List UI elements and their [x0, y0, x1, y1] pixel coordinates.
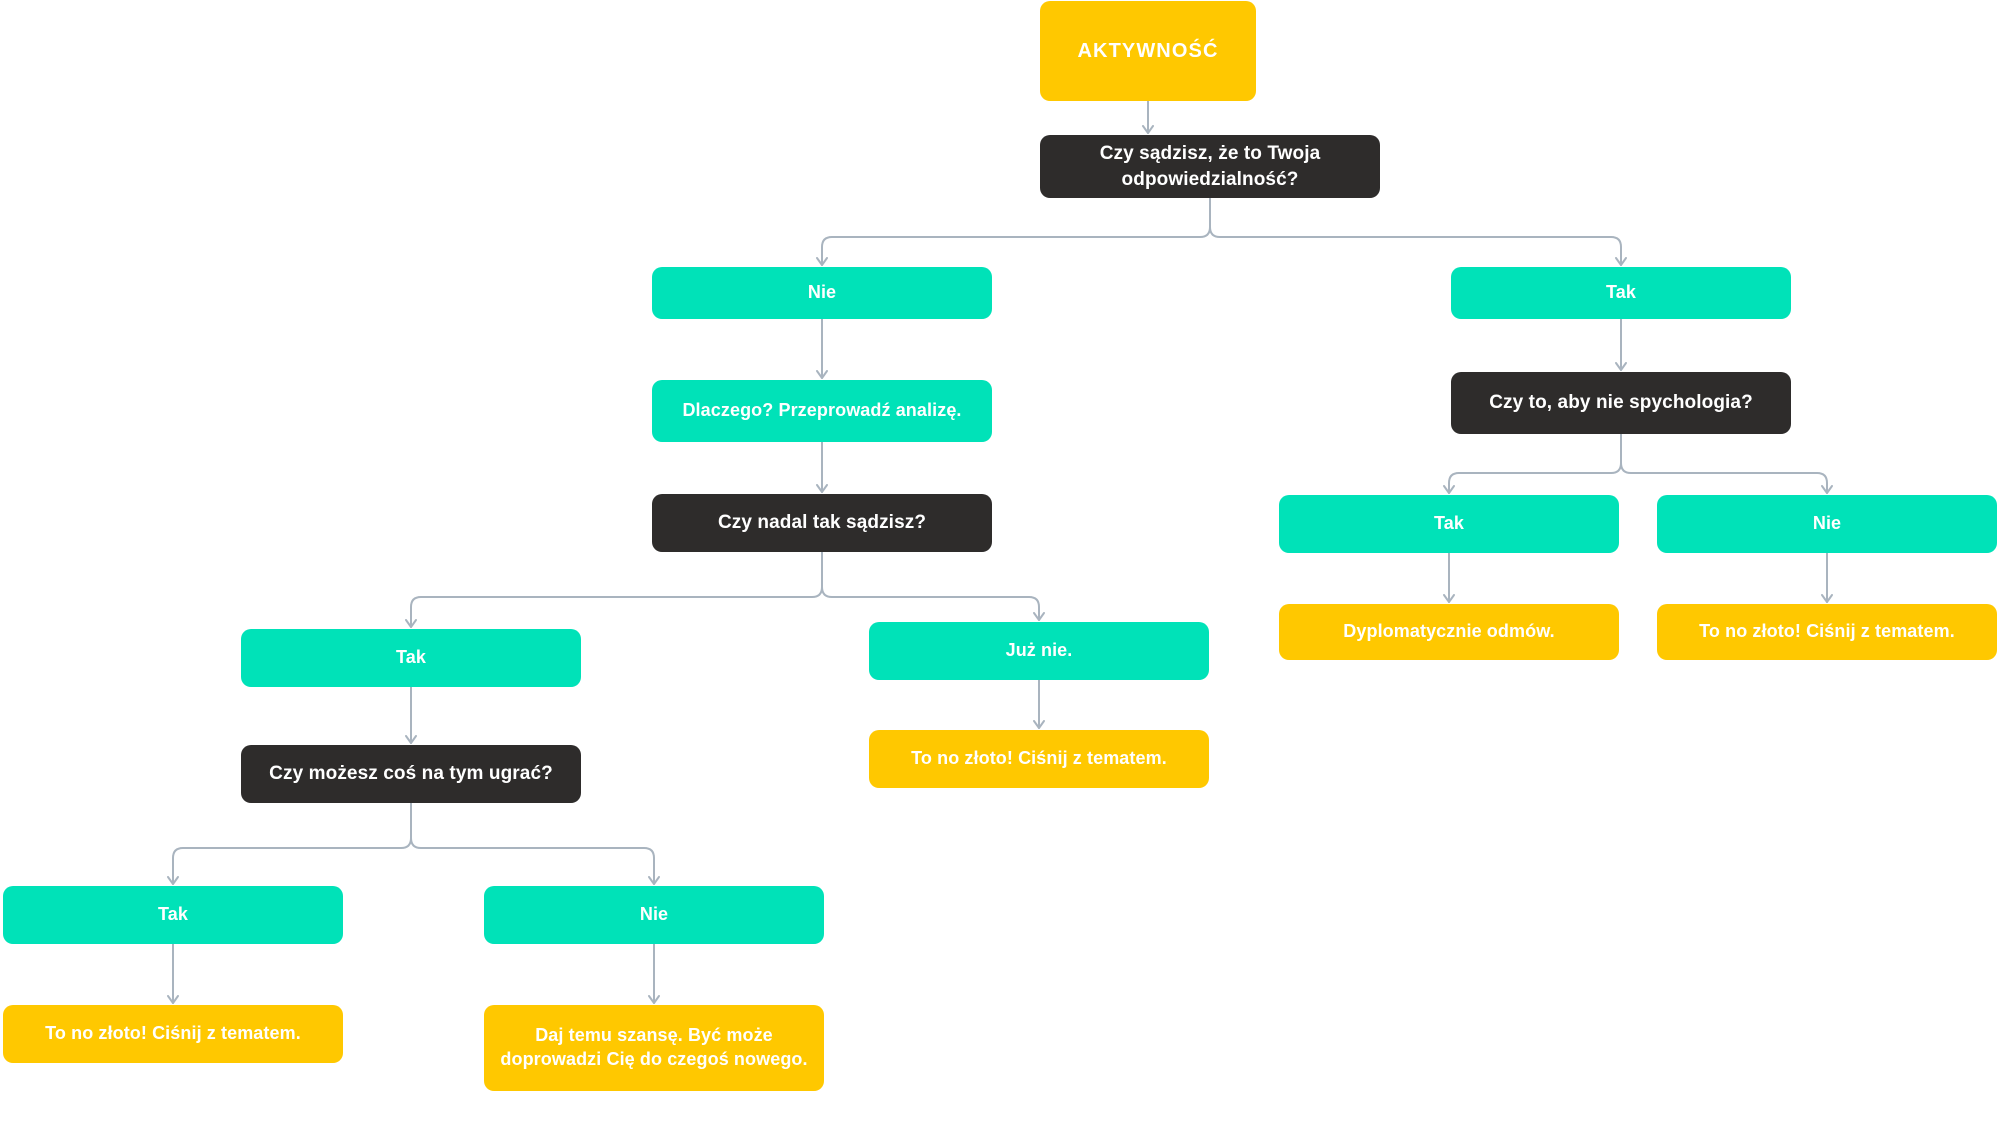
connector-q-psych-to-psych-yes-arrowhead — [1443, 485, 1455, 494]
flow-node-label: Nie — [1812, 513, 1842, 534]
flow-node-out-gold-l[interactable]: To no złoto! Ciśnij z tematem. — [3, 1005, 343, 1063]
flow-node-resp-no[interactable]: Nie — [652, 267, 992, 319]
flow-node-psych-yes[interactable]: Tak — [1279, 495, 1619, 553]
flow-node-label: Już nie. — [1005, 640, 1073, 661]
flow-node-label: Czy nadal tak sądzisz? — [717, 512, 927, 534]
connector-q-still-to-still-no — [821, 551, 1040, 621]
flow-node-label: Czy to, aby nie spychologia? — [1489, 392, 1753, 414]
flow-node-still-yes[interactable]: Tak — [241, 629, 581, 687]
connector-still-no-to-out-gold-m-arrowhead — [1033, 720, 1045, 729]
flow-node-label: Daj temu szansę. Być może doprowadzi Cię… — [500, 1025, 808, 1069]
flow-node-label: Tak — [158, 904, 188, 925]
flow-node-out-refuse[interactable]: Dyplomatycznie odmów. — [1279, 604, 1619, 660]
connector-resp-no-to-q-why-arrowhead — [816, 370, 828, 379]
flow-node-start[interactable]: AKTYWNOŚĆ — [1040, 1, 1256, 101]
connector-q-gain-to-gain-no — [410, 802, 655, 885]
flow-node-label: Dyplomatycznie odmów. — [1343, 621, 1555, 642]
flow-node-q-still[interactable]: Czy nadal tak sądzisz? — [652, 494, 992, 552]
flow-node-out-chance[interactable]: Daj temu szansę. Być może doprowadzi Cię… — [484, 1005, 824, 1091]
flow-node-label: Czy możesz coś na tym ugrać? — [269, 763, 553, 785]
flow-node-psych-no[interactable]: Nie — [1657, 495, 1997, 553]
connector-still-yes-to-q-gain-arrowhead — [405, 735, 417, 744]
flow-node-label: Nie — [639, 904, 669, 925]
connector-q-gain-to-gain-no-arrowhead — [648, 876, 660, 885]
flow-node-out-gold-m[interactable]: To no złoto! Ciśnij z tematem. — [869, 730, 1209, 788]
connector-q-still-to-still-yes — [410, 551, 823, 628]
flow-node-gain-yes[interactable]: Tak — [3, 886, 343, 944]
connector-q-psych-to-psych-no-arrowhead — [1821, 485, 1833, 494]
flow-node-label: Czy sądzisz, że to Twoja odpowiedzialnoś… — [1099, 143, 1321, 190]
flow-node-q-resp[interactable]: Czy sądzisz, że to Twoja odpowiedzialnoś… — [1040, 135, 1380, 198]
connector-q-gain-to-gain-yes — [172, 802, 412, 885]
connector-q-resp-to-resp-yes-arrowhead — [1615, 257, 1627, 266]
connector-q-gain-to-gain-yes-arrowhead — [167, 876, 179, 885]
connector-resp-yes-to-q-psych-arrowhead — [1615, 362, 1627, 371]
connector-q-resp-to-resp-yes — [1209, 197, 1622, 266]
connector-psych-no-to-out-gold-r-arrowhead — [1821, 594, 1833, 603]
flow-node-label: Dlaczego? Przeprowadź analizę. — [682, 400, 962, 421]
connector-q-still-to-still-yes-arrowhead — [405, 619, 417, 628]
connector-start-to-q-resp-arrowhead — [1142, 125, 1154, 134]
connector-gain-no-to-out-chance-arrowhead — [648, 995, 660, 1004]
flow-node-label: To no złoto! Ciśnij z tematem. — [45, 1023, 301, 1044]
flow-node-label: Nie — [807, 282, 837, 303]
flow-node-still-no[interactable]: Już nie. — [869, 622, 1209, 680]
connector-q-still-to-still-no-arrowhead — [1033, 612, 1045, 621]
connector-q-resp-to-resp-no — [821, 197, 1211, 266]
connector-gain-yes-to-out-gold-l-arrowhead — [167, 995, 179, 1004]
connector-q-why-to-q-still-arrowhead — [816, 484, 828, 493]
connector-q-psych-to-psych-yes — [1448, 433, 1622, 494]
flow-node-label: Tak — [396, 647, 426, 668]
flow-node-gain-no[interactable]: Nie — [484, 886, 824, 944]
connector-q-psych-to-psych-no — [1620, 433, 1828, 494]
flow-node-q-why[interactable]: Dlaczego? Przeprowadź analizę. — [652, 380, 992, 442]
flow-node-label: Tak — [1606, 282, 1636, 303]
flow-node-resp-yes[interactable]: Tak — [1451, 267, 1791, 319]
connector-q-resp-to-resp-no-arrowhead — [816, 257, 828, 266]
flow-node-label: To no złoto! Ciśnij z tematem. — [911, 748, 1167, 769]
flow-node-label: To no złoto! Ciśnij z tematem. — [1699, 621, 1955, 642]
flow-node-out-gold-r[interactable]: To no złoto! Ciśnij z tematem. — [1657, 604, 1997, 660]
flow-node-q-gain[interactable]: Czy możesz coś na tym ugrać? — [241, 745, 581, 803]
flow-node-q-psych[interactable]: Czy to, aby nie spychologia? — [1451, 372, 1791, 434]
connector-psych-yes-to-out-refuse-arrowhead — [1443, 594, 1455, 603]
flow-node-label: Tak — [1434, 513, 1464, 534]
flow-node-label: AKTYWNOŚĆ — [1077, 39, 1219, 62]
